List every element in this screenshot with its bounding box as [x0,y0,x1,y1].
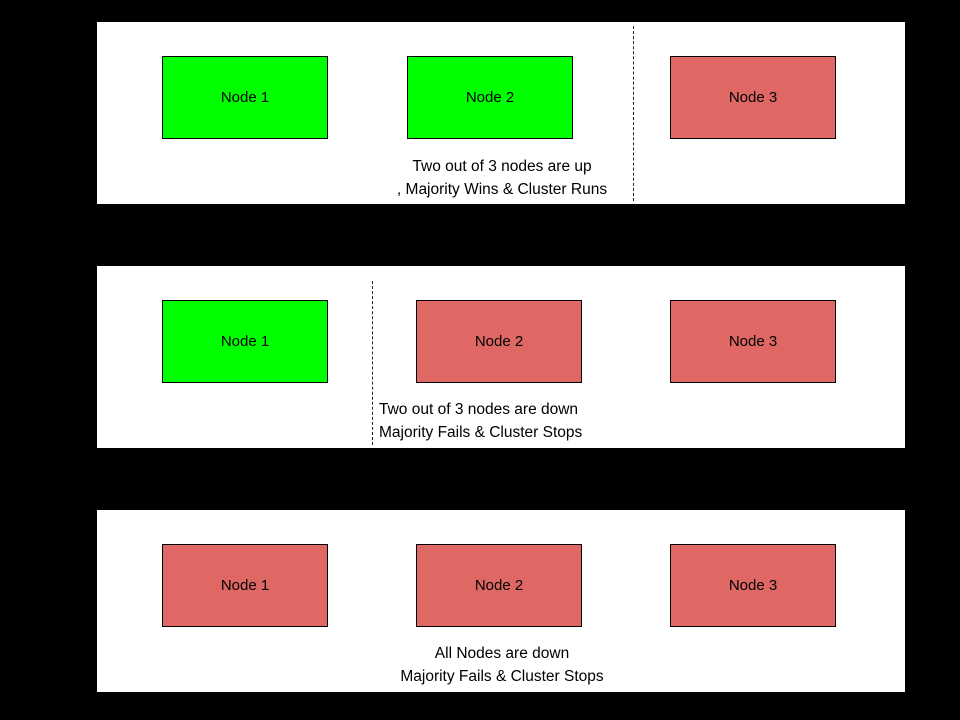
node-box-3[interactable]: Node 3 [670,300,836,383]
caption-line-2: Majority Fails & Cluster Stops [379,424,583,441]
panel-caption: Two out of 3 nodes are down Majority Fai… [379,398,582,444]
quorum-divider-line [633,26,634,201]
caption-line-2: , Majority Wins & Cluster Runs [396,181,608,198]
node-box-2[interactable]: Node 2 [416,544,582,627]
node-box-1[interactable]: Node 1 [162,56,328,139]
panel-quorum-maintained: Node 1 Node 2 Node 3 Two out of 3 nodes … [96,21,906,205]
caption-line-1: Two out of 3 nodes are down [379,401,579,418]
panel-all-down: Node 1 Node 2 Node 3 All Nodes are down … [96,509,906,693]
caption-line-2: Majority Fails & Cluster Stops [400,668,604,685]
node-box-2[interactable]: Node 2 [407,56,573,139]
node-box-1[interactable]: Node 1 [162,544,328,627]
node-box-3[interactable]: Node 3 [670,56,836,139]
node-box-3[interactable]: Node 3 [670,544,836,627]
caption-line-1: Two out of 3 nodes are up [412,158,592,175]
caption-line-1: All Nodes are down [434,645,570,662]
panel-caption: All Nodes are down Majority Fails & Clus… [400,642,603,688]
node-box-1[interactable]: Node 1 [162,300,328,383]
panel-quorum-lost: Node 1 Node 2 Node 3 Two out of 3 nodes … [96,265,906,449]
quorum-divider-line [372,281,373,445]
panel-caption: Two out of 3 nodes are up , Majority Win… [397,155,607,201]
node-box-2[interactable]: Node 2 [416,300,582,383]
